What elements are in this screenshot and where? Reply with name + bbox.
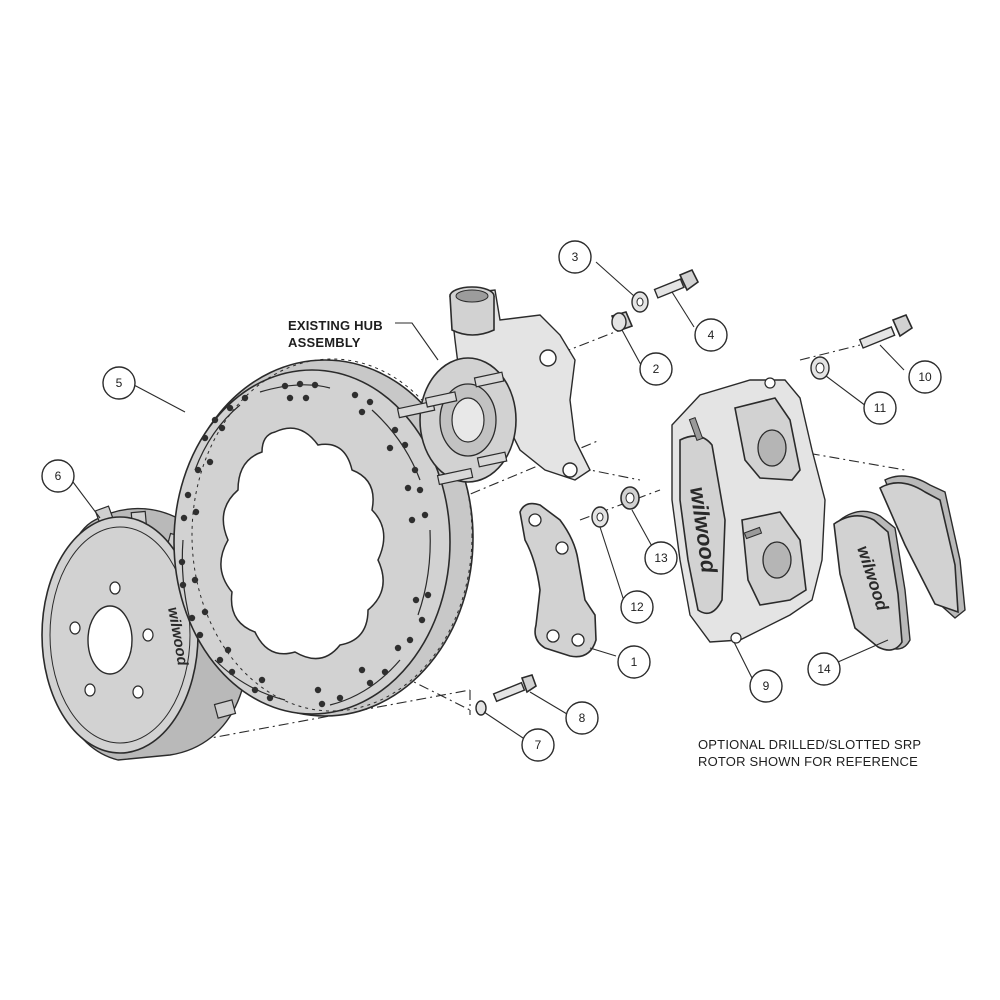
callout-4-number: 4	[708, 328, 715, 342]
washer-part-12	[591, 506, 609, 528]
callout-12: 12	[620, 590, 654, 624]
callout-5: 5	[102, 366, 136, 400]
washer-part-3	[631, 291, 649, 313]
callout-14: 14	[807, 652, 841, 686]
bolt-part-4	[653, 268, 700, 299]
callout-11: 11	[863, 391, 897, 425]
existing-hub-assembly	[396, 286, 591, 486]
rotor	[173, 358, 474, 717]
callout-11-number: 11	[874, 401, 887, 415]
callout-8-number: 8	[579, 711, 586, 725]
callout-6: 6	[41, 459, 75, 493]
washer-part-7	[475, 700, 487, 716]
brake-pads: wilwood	[833, 475, 966, 651]
callout-4: 4	[694, 318, 728, 352]
existing-hub-label-line2: ASSEMBLY	[288, 335, 361, 350]
callout-7-number: 7	[535, 738, 542, 752]
callout-2: 2	[639, 352, 673, 386]
bolt-part-10	[858, 313, 914, 349]
callout-5-number: 5	[116, 376, 123, 390]
spacer-part-2	[610, 311, 634, 333]
callout-1: 1	[617, 645, 651, 679]
callout-9-number: 9	[763, 679, 770, 693]
callout-8: 8	[565, 701, 599, 735]
leader-lines	[69, 261, 905, 739]
callout-2-number: 2	[653, 362, 660, 376]
reference-note-line2: ROTOR SHOWN FOR REFERENCE	[698, 754, 918, 769]
callout-7: 7	[521, 728, 555, 762]
washer-part-11	[810, 356, 830, 380]
callout-10-number: 10	[918, 370, 932, 384]
callout-3-number: 3	[572, 250, 579, 264]
callout-12-number: 12	[630, 600, 644, 614]
callout-10: 10	[908, 360, 942, 394]
rotor-drill-holes	[178, 380, 432, 708]
callout-3: 3	[558, 240, 592, 274]
spacer-part-13	[620, 486, 640, 510]
reference-note-line1: OPTIONAL DRILLED/SLOTTED SRP	[698, 737, 921, 752]
callout-9: 9	[749, 669, 783, 703]
existing-hub-label-line1: EXISTING HUB	[288, 318, 383, 333]
caliper: wilwood	[671, 377, 826, 644]
callout-1-number: 1	[631, 655, 638, 669]
bolt-part-8	[492, 674, 537, 703]
callout-14-number: 14	[817, 662, 831, 676]
callout-6-number: 6	[55, 469, 62, 483]
callout-13-number: 13	[654, 551, 668, 565]
callout-13: 13	[644, 541, 678, 575]
caliper-bracket	[519, 502, 597, 658]
